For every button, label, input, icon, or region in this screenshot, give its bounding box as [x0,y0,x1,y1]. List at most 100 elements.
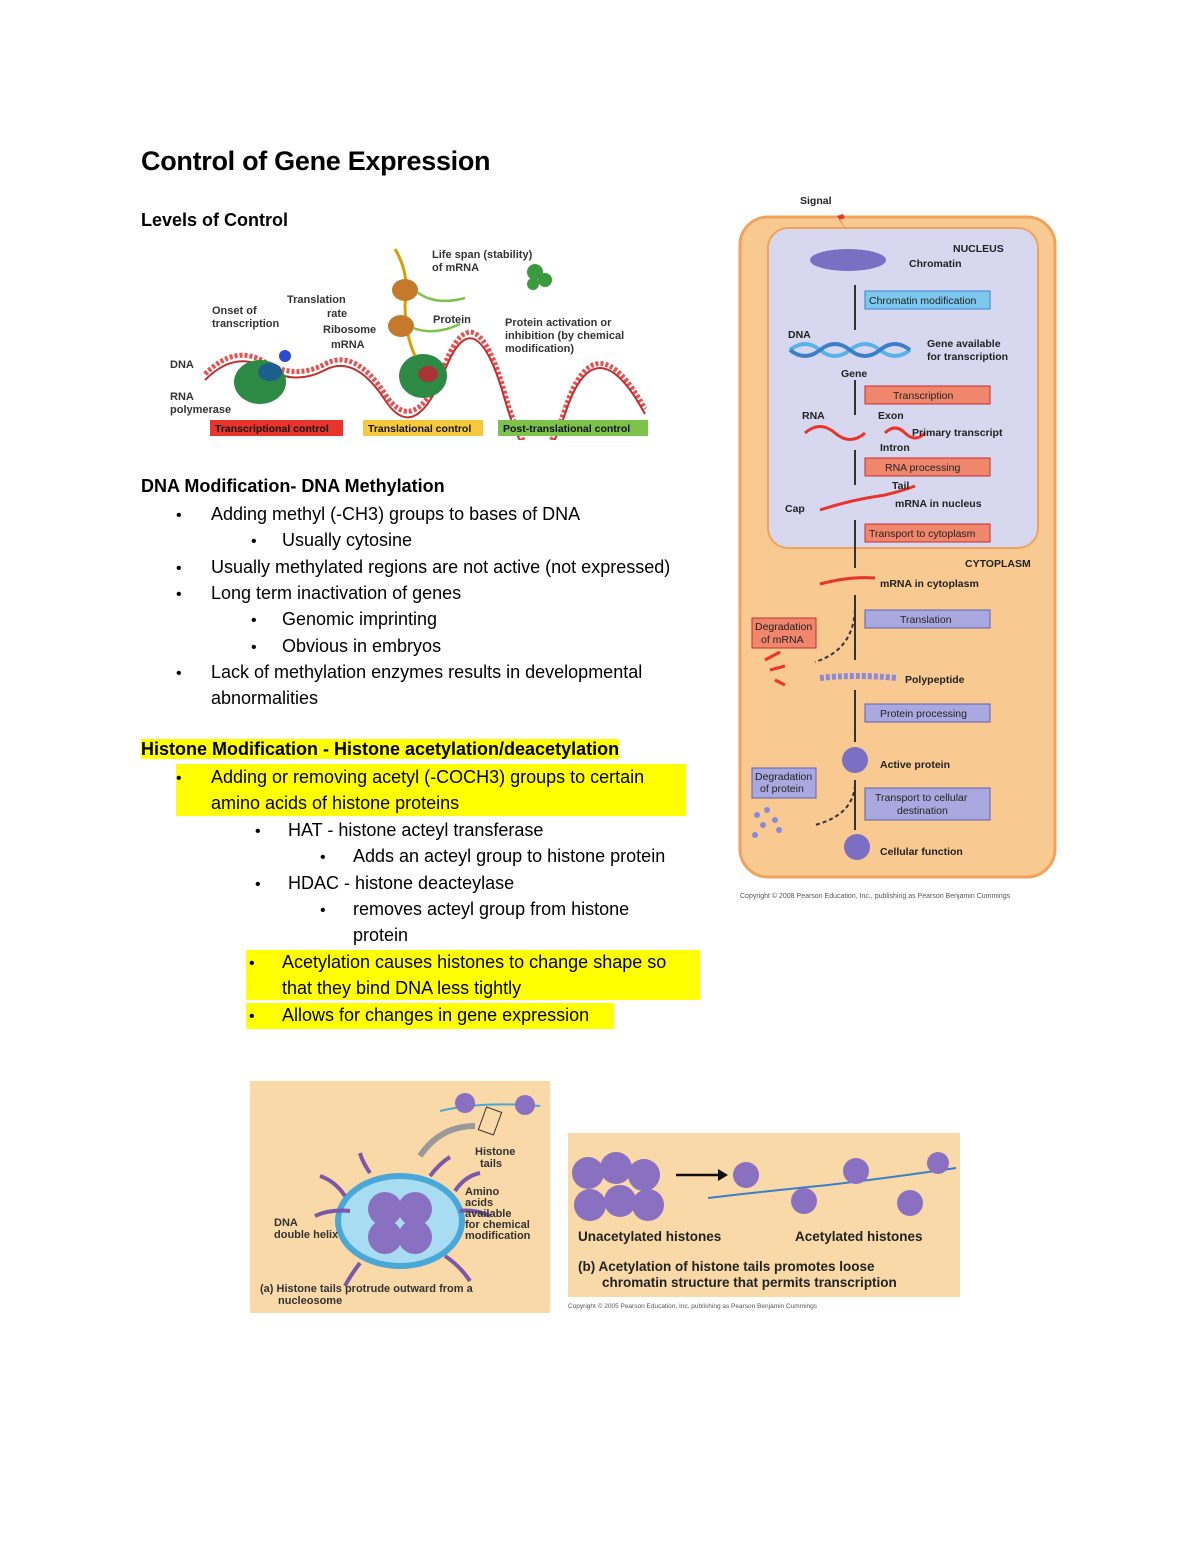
transcription-factor-icon [279,350,291,362]
ribosome-icon [392,279,418,301]
label: Acetylated histones [795,1229,923,1244]
mrna-cyto-icon [819,576,876,586]
label: Cap [785,503,805,515]
label: DNA [170,359,194,371]
degradation-arrow [814,609,856,663]
nucleosome-icon [515,1095,535,1115]
folded-protein-icon [527,264,543,280]
list-item: Adding methyl (-CH3) groups to bases of … [211,504,581,524]
label: mRNA in cytoplasm [880,578,979,590]
unacetylated-histones-icon [572,1152,664,1221]
list-item: HAT - histone acteyl transferase [288,820,544,840]
box-label: Translation [900,614,952,626]
label: for transcription [927,351,1008,363]
label: Gene available [927,338,1001,350]
caption: (a) Histone tails protrude outward from … [260,1283,474,1295]
protein-chain [416,290,466,303]
list-item: Long term inactivation of genes [211,583,462,603]
bar-label: Translational control [368,423,471,435]
label: CYTOPLASM [965,558,1031,570]
list-item: Usually methylated regions are not activ… [211,557,671,577]
label: of mRNA [432,262,479,274]
caption: (b) Acetylation of histone tails promote… [578,1259,875,1274]
mrna-icon [819,484,916,512]
label: DNA [788,329,811,341]
label: double helix [274,1229,339,1241]
copyright: Copyright © 2005 Pearson Education, Inc.… [568,1302,818,1310]
label: Unacetylated histones [578,1229,721,1244]
rna-processing-box [864,457,991,477]
signal-bolt-icon [837,204,847,230]
protein-processing-box [864,703,991,723]
label: available [465,1208,511,1220]
highlight-block [246,950,700,1000]
bullet: • [320,849,326,866]
caption: nucleosome [278,1295,342,1307]
label: RNA [802,410,825,422]
label: RNA [170,391,194,403]
transcriptional-control-bar [210,420,343,436]
polymerase-core-icon [418,366,438,382]
rna-icon [883,426,927,440]
label: Onset of [212,305,257,317]
acetylated-histones-icon [733,1152,949,1216]
box-label: Degradation [755,621,812,633]
label: modification) [505,343,574,355]
box-label: Transport to cytoplasm [869,528,976,540]
box-label: of protein [760,783,804,795]
box-label: RNA processing [885,462,960,474]
box-label: Transport to cellular [875,792,968,804]
bullet: • [251,639,257,656]
label: Active protein [880,759,950,771]
label: Primary transcript [912,427,1003,439]
zoom-box [477,1106,503,1136]
list-item: HDAC - histone deacteylase [288,873,515,893]
label: tails [480,1158,502,1170]
list-item: Genomic imprinting [282,609,438,629]
list-item: Usually cytosine [282,530,413,550]
bullet: • [176,586,182,603]
label: modification [465,1230,531,1242]
bar-label: Post-translational control [503,423,630,435]
polypeptide-icon [819,673,898,681]
label: for chemical [465,1219,530,1231]
mrna-strand [393,248,417,357]
folded-protein-icon [527,278,539,290]
bullet: • [320,902,326,919]
label: Life span (stability) [432,249,533,261]
list-item-continued: that they bind DNA less tightly [282,978,522,998]
histone-tails [314,1152,491,1287]
label: NUCLEUS [953,243,1004,255]
zoom-arrow [417,1123,476,1158]
histone-icon [398,1192,432,1226]
bullet: • [176,770,182,787]
levels-heading: Levels of Control [141,210,289,230]
box-label: Degradation [755,771,812,783]
bullet: • [176,507,182,524]
label: Intron [880,442,910,454]
list-item: Allows for changes in gene expression [282,1005,590,1025]
acetylation-figure: Unacetylated histones Acetylated histone… [568,1133,960,1310]
label: Tail [892,480,909,492]
degradation-protein-box [751,767,817,799]
label: rate [327,308,347,320]
post-translational-control-bar [498,420,648,436]
rna-icon [804,425,866,441]
histone-heading-text: Histone Modification - Histone acetylati… [141,739,620,759]
box-label: Transcription [893,390,953,402]
label: polymerase [170,404,231,416]
protein-chain [412,322,461,333]
label: Signal [800,195,832,207]
translational-control-bar [363,420,483,436]
label: mRNA [331,339,365,351]
bullet: • [255,876,261,893]
label: Protein [433,314,471,326]
dna-helix-icon [788,342,912,358]
polymerase-subunit-icon [258,363,282,381]
label: Exon [878,410,904,422]
label: Cellular function [880,846,963,858]
bullet: • [176,665,182,682]
box-label: of mRNA [761,634,804,646]
dna-methylation-heading: DNA Modification- DNA Methylation [141,476,445,496]
label: inhibition (by chemical [505,330,624,342]
